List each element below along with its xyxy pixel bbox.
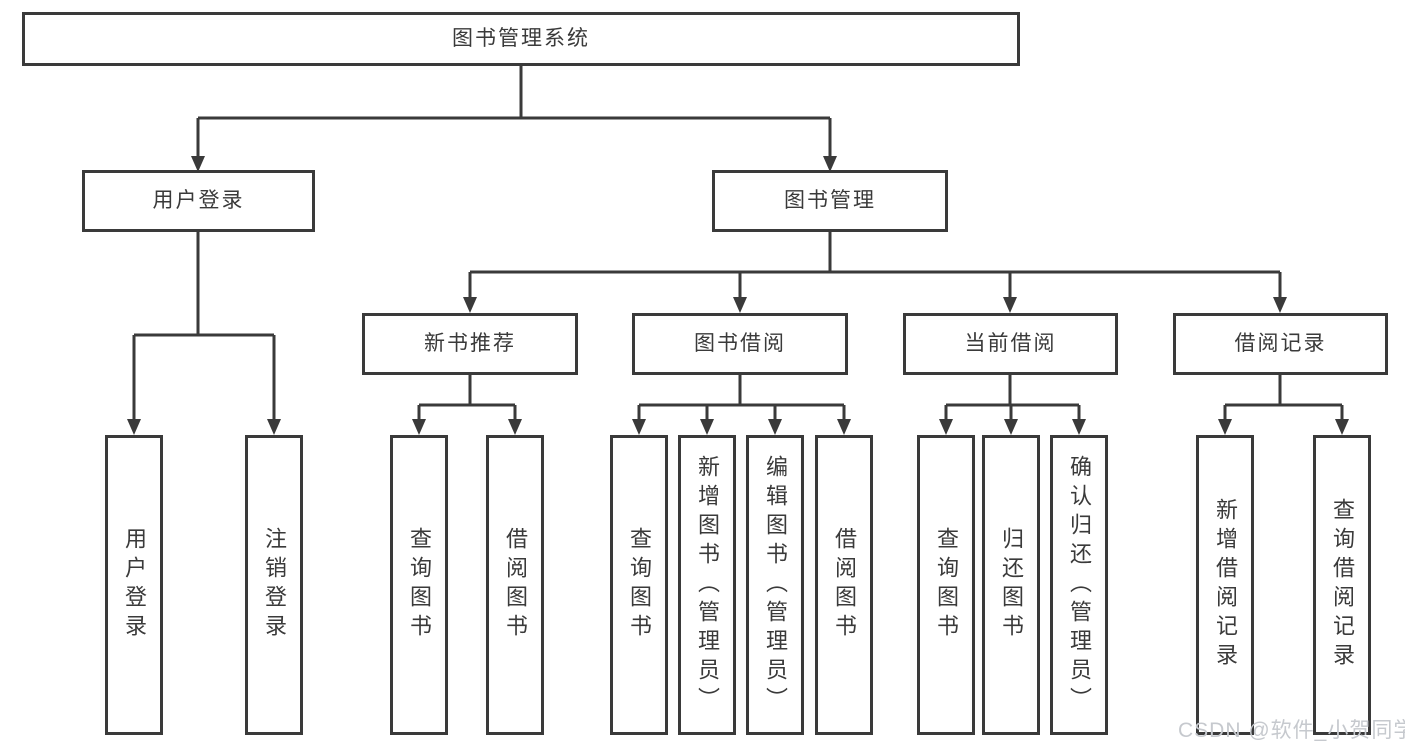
node-label: 当前借阅: [964, 332, 1057, 356]
node-label: 借阅记录: [1234, 332, 1327, 356]
arrowhead: [1335, 419, 1349, 435]
leaf-user-login: 用户登录: [105, 435, 163, 735]
node-label: 确认归还（管理员）: [1067, 454, 1092, 716]
edge-current-borrow-branch: [944, 375, 1081, 421]
node-label: 查询借阅记录: [1330, 498, 1355, 672]
arrowhead: [191, 156, 205, 172]
node-label: 编辑图书（管理员）: [763, 454, 788, 716]
arrowhead: [267, 419, 281, 435]
leaf-borrow-books-recommend: 借阅图书: [486, 435, 544, 735]
edge-borrow-records-branch: [1223, 375, 1344, 421]
leaf-query-books-recommend: 查询图书: [390, 435, 448, 735]
node-label: 图书管理: [784, 189, 876, 213]
arrowhead: [1072, 419, 1086, 435]
arrowhead: [939, 419, 953, 435]
arrowhead: [632, 419, 646, 435]
group-book-borrow: 图书借阅: [632, 313, 848, 375]
edge-book-borrow-branch: [637, 375, 846, 421]
arrowhead: [1273, 297, 1287, 313]
leaf-return-books: 归还图书: [982, 435, 1040, 735]
arrowhead: [768, 419, 782, 435]
arrowhead: [1003, 297, 1017, 313]
leaf-borrow-books: 借阅图书: [815, 435, 873, 735]
node-label: 新书推荐: [424, 332, 516, 356]
leaf-confirm-return-admin: 确认归还（管理员）: [1050, 435, 1108, 735]
leaf-query-books-borrow: 查询图书: [610, 435, 668, 735]
leaf-add-borrow-record: 新增借阅记录: [1196, 435, 1254, 735]
edge-root-to-level2: [196, 66, 832, 158]
node-label: 借阅图书: [832, 527, 857, 643]
node-label: 用户登录: [122, 527, 147, 643]
leaf-query-books-current: 查询图书: [917, 435, 975, 735]
node-label: 查询图书: [627, 527, 652, 643]
arrowhead: [700, 419, 714, 435]
node-label: 新增图书（管理员）: [695, 454, 720, 716]
branch-user-login: 用户登录: [82, 170, 315, 232]
arrowhead: [127, 419, 141, 435]
node-label: 查询图书: [407, 527, 432, 643]
csdn-watermark: CSDN @软件_小贺同学: [1178, 719, 1405, 742]
node-label: 借阅图书: [503, 527, 528, 643]
leaf-add-book-admin: 新增图书（管理员）: [678, 435, 736, 735]
arrowhead: [823, 156, 837, 172]
edge-user-login-branch: [132, 232, 276, 421]
node-label: 新增借阅记录: [1213, 498, 1238, 672]
arrowhead: [1004, 419, 1018, 435]
leaf-edit-book-admin: 编辑图书（管理员）: [746, 435, 804, 735]
arrowhead: [733, 297, 747, 313]
node-label: 注销登录: [262, 527, 287, 643]
edge-new-book-recommend-branch: [417, 375, 517, 421]
edge-book-management-branch: [468, 232, 1282, 299]
node-label: 归还图书: [999, 527, 1024, 643]
branch-book-management: 图书管理: [712, 170, 948, 232]
leaf-logout: 注销登录: [245, 435, 303, 735]
node-root: 图书管理系统: [22, 12, 1020, 66]
arrowhead: [1218, 419, 1232, 435]
arrowhead: [412, 419, 426, 435]
group-new-book-recommend: 新书推荐: [362, 313, 578, 375]
node-label: 用户登录: [152, 189, 245, 213]
arrowhead: [837, 419, 851, 435]
node-label: 图书借阅: [694, 332, 786, 356]
arrowhead: [508, 419, 522, 435]
node-label: 图书管理系统: [452, 27, 590, 51]
arrowhead: [463, 297, 477, 313]
leaf-query-borrow-record: 查询借阅记录: [1313, 435, 1371, 735]
group-current-borrow: 当前借阅: [903, 313, 1118, 375]
group-borrow-records: 借阅记录: [1173, 313, 1388, 375]
node-label: 查询图书: [934, 527, 959, 643]
